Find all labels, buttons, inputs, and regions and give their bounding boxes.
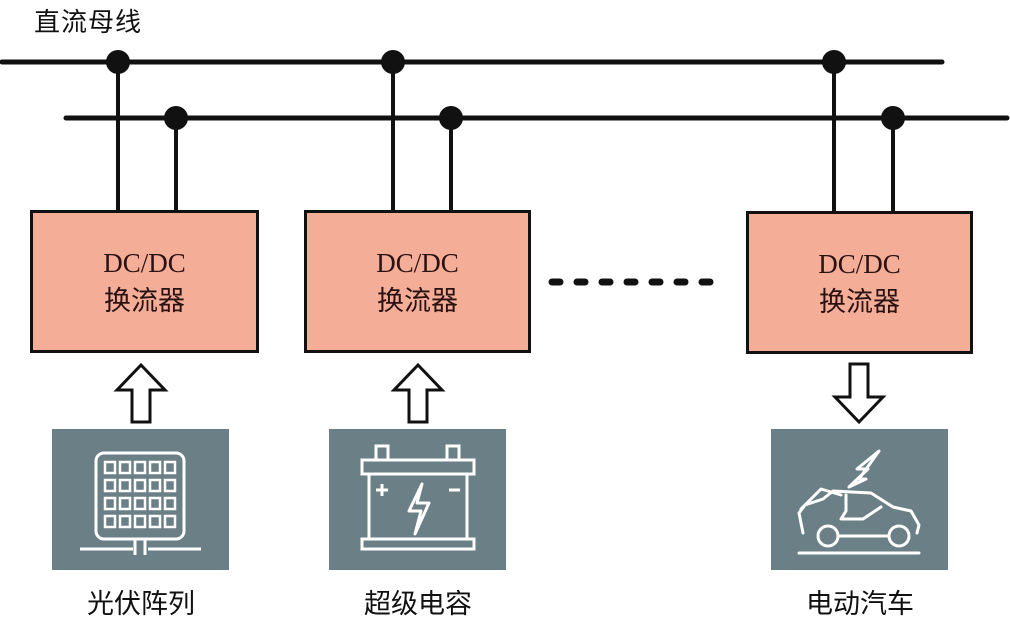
- dc-dc-converter: DC/DC 换流器: [30, 210, 259, 353]
- arrow-down-icon: [831, 362, 887, 425]
- solar-cell: [148, 496, 162, 511]
- battery-icon: [360, 444, 476, 551]
- device-label-solar: 光伏阵列: [87, 589, 195, 619]
- solar-cell: [103, 514, 117, 529]
- dc-dc-converter: DC/DC 换流器: [304, 210, 531, 353]
- junction-dot: [822, 50, 846, 74]
- converter-name: 换流器: [104, 285, 185, 316]
- device-label-supercap: 超级电容: [364, 589, 472, 619]
- solar-cell: [133, 478, 147, 493]
- solar-cell: [148, 460, 162, 475]
- junction-dot: [106, 50, 130, 74]
- converter-name: 换流器: [819, 286, 900, 317]
- solar-cell: [118, 496, 132, 511]
- solar-cell: [163, 496, 177, 511]
- supercapacitor-tile: [329, 429, 506, 570]
- solar-cell: [148, 514, 162, 529]
- solar-cell: [118, 514, 132, 529]
- solar-cell: [148, 478, 162, 493]
- device-label-ev: 电动汽车: [806, 589, 914, 619]
- electric-car-icon: [797, 449, 921, 555]
- electric-vehicle-tile: [771, 429, 948, 570]
- solar-cell: [103, 460, 117, 475]
- solar-cell: [163, 478, 177, 493]
- solar-cell: [133, 496, 147, 511]
- converter-type: DC/DC: [818, 248, 901, 279]
- converter-type: DC/DC: [103, 247, 186, 278]
- arrow-up-icon: [390, 362, 446, 424]
- solar-cell: [118, 460, 132, 475]
- solar-cell: [163, 460, 177, 475]
- dc-dc-converter: DC/DC 换流器: [746, 211, 973, 354]
- junction-dot: [164, 106, 188, 130]
- converter-name: 换流器: [377, 285, 458, 316]
- solar-cell: [103, 496, 117, 511]
- junction-dot: [439, 106, 463, 130]
- solar-array-tile: [52, 429, 229, 570]
- solar-panel-icon: [80, 451, 201, 555]
- converter-type: DC/DC: [376, 247, 459, 278]
- solar-cell: [163, 514, 177, 529]
- junction-dot: [381, 50, 405, 74]
- junction-dot: [881, 106, 905, 130]
- solar-cell: [103, 478, 117, 493]
- arrow-up-icon: [113, 362, 169, 424]
- dc-bus-title: 直流母线: [34, 8, 143, 37]
- solar-cell: [133, 514, 147, 529]
- solar-cell: [118, 478, 132, 493]
- solar-cell: [133, 460, 147, 475]
